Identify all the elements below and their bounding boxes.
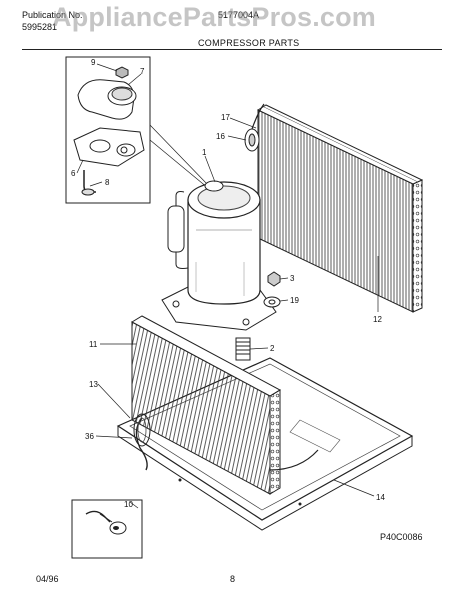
watermark: AppliancePartsPros.com <box>52 2 377 32</box>
model-number: 5177004A <box>218 10 260 20</box>
callout-16: 16 <box>216 132 225 141</box>
protector-detail-box <box>65 56 151 204</box>
callout-8: 8 <box>105 178 110 187</box>
callout-17: 17 <box>221 113 230 122</box>
callout-13: 13 <box>89 380 98 389</box>
callout-14: 14 <box>376 493 385 502</box>
callout-19: 19 <box>290 296 299 305</box>
condenser-coil <box>256 104 424 313</box>
callout-12: 12 <box>373 315 382 324</box>
footer-date: 04/96 <box>36 574 59 584</box>
callout-7: 7 <box>140 67 145 76</box>
section-title: COMPRESSOR PARTS <box>198 38 300 48</box>
callout-3: 3 <box>290 274 295 283</box>
callout-1: 1 <box>202 148 207 157</box>
header-rule <box>22 49 442 50</box>
callout-2: 2 <box>270 344 275 353</box>
callout-36: 36 <box>85 432 94 441</box>
publication-number: 5995281 <box>22 22 58 32</box>
compressor <box>161 180 281 361</box>
footer-page-number: 8 <box>230 574 236 584</box>
callout-9: 9 <box>91 58 96 67</box>
publication-label: Publication No. <box>22 10 83 20</box>
clip-detail-box <box>71 499 143 559</box>
main-leaders <box>95 117 379 509</box>
callout-11: 11 <box>89 340 98 349</box>
diagram-code: P40C0086 <box>380 532 423 542</box>
callout-6: 6 <box>71 169 76 178</box>
detail-leaders <box>76 63 209 189</box>
drain-hose <box>133 413 151 471</box>
callout-10: 10 <box>124 500 133 509</box>
evaporator-coil <box>130 315 319 495</box>
